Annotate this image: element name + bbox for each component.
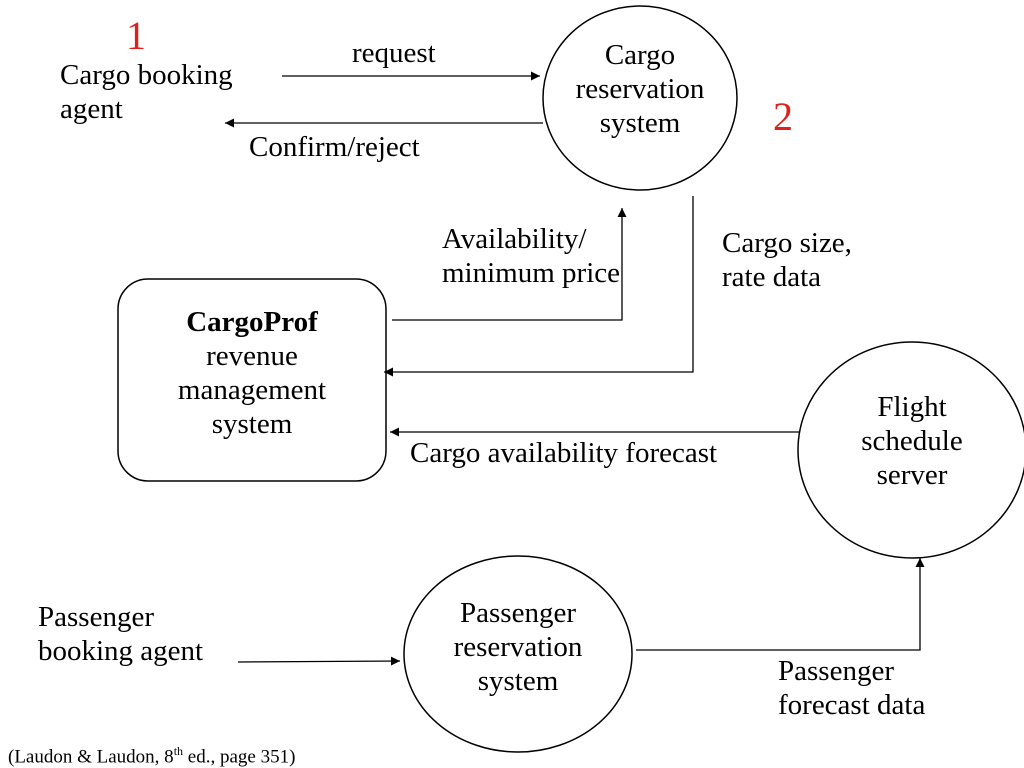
cargo-booking-agent-line2: agent <box>60 93 123 125</box>
cargoprof-node <box>117 278 387 482</box>
cargoprof-title: CargoProf <box>186 306 318 338</box>
passenger-forecast-arrow <box>636 558 925 651</box>
request-label: request <box>352 37 436 69</box>
passenger-reservation-line3: system <box>477 665 559 697</box>
cargo-reservation-line2: reservation <box>575 73 705 105</box>
flight-schedule-line3: server <box>876 459 948 491</box>
cargoprof-line2: revenue <box>206 340 298 372</box>
passenger-reservation-system-label: Passenger reservation system <box>428 596 608 698</box>
cargo-forecast-label: Cargo availability forecast <box>410 437 718 469</box>
availability-label: Availability/ minimum price <box>442 222 620 290</box>
passenger-reservation-line1: Passenger <box>460 597 576 629</box>
citation: (Laudon & Laudon, 8th ed., page 351) <box>8 740 295 768</box>
flight-schedule-server-label: Flight schedule server <box>832 390 992 492</box>
confirm-reject-label: Confirm/reject <box>249 131 420 163</box>
availability-line1: Availability/ <box>442 223 587 255</box>
availability-arrow <box>392 208 627 321</box>
cargo-size-arrow <box>384 196 694 377</box>
cargo-booking-agent-label: Cargo booking agent <box>60 58 233 126</box>
flight-schedule-line2: schedule <box>861 425 963 457</box>
passenger-forecast-label: Passenger forecast data <box>778 654 925 722</box>
cargo-reservation-line3: system <box>599 107 681 139</box>
availability-line2: minimum price <box>442 257 620 289</box>
citation-pre: (Laudon & Laudon, 8 <box>8 746 174 768</box>
cargo-reservation-line1: Cargo <box>604 39 676 71</box>
marker-1: 1 <box>126 13 146 58</box>
passenger-forecast-line2: forecast data <box>778 689 926 721</box>
cargo-size-line2: rate data <box>722 261 822 293</box>
cargoprof-line3: management <box>177 374 327 406</box>
passenger-reservation-system-node <box>403 555 633 753</box>
citation-post: ed., page 351) <box>183 746 296 768</box>
passenger-booking-line2: booking agent <box>38 635 204 667</box>
cargoprof-line4: system <box>211 408 293 440</box>
flight-schedule-line1: Flight <box>877 391 947 423</box>
passenger-forecast-line1: Passenger <box>778 655 894 687</box>
cargoprof-label: CargoProf revenue management system <box>118 305 386 441</box>
passenger-booking-arrow <box>237 656 401 666</box>
flight-schedule-server-node <box>797 341 1024 559</box>
cargo-size-label: Cargo size, rate data <box>722 226 852 294</box>
passenger-reservation-line2: reservation <box>453 631 583 663</box>
citation-sup: th <box>173 744 184 758</box>
passenger-booking-line1: Passenger <box>38 601 154 633</box>
marker-2: 2 <box>773 94 793 139</box>
passenger-booking-agent-label: Passenger booking agent <box>38 600 203 668</box>
cargo-size-line1: Cargo size, <box>722 227 852 259</box>
cargo-reservation-system-label: Cargo reservation system <box>560 38 720 140</box>
cargo-booking-agent-line1: Cargo booking <box>60 59 233 91</box>
cargo-reservation-system-node <box>542 5 738 191</box>
